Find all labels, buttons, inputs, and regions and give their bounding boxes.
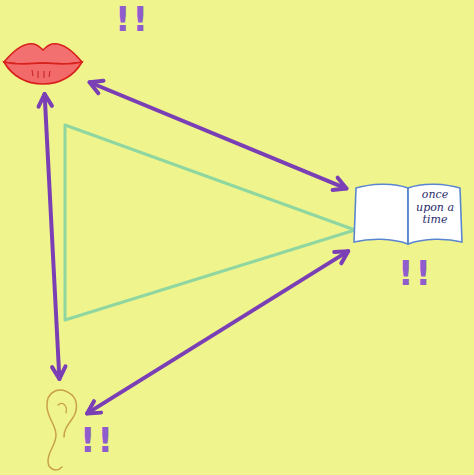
arrow-head: [90, 81, 104, 93]
exclamation-marks: !!: [398, 256, 433, 290]
arrow-line: [90, 82, 347, 188]
ear-icon: !!: [42, 385, 82, 473]
book-text: once upon a time: [412, 189, 458, 227]
double-arrow: [90, 81, 347, 190]
arrow-line: [87, 251, 348, 413]
double-arrow: [39, 94, 66, 379]
arrow-head: [333, 178, 347, 190]
arrow-head: [52, 366, 65, 379]
exclamation-marks: !!: [115, 2, 150, 36]
lips-icon: !!: [2, 38, 84, 88]
book-icon: once upon a time!!: [352, 180, 464, 248]
arrow-head: [39, 94, 52, 107]
arrow-head: [87, 401, 101, 413]
exclamation-marks: !!: [80, 423, 115, 457]
arrow-line: [45, 94, 60, 379]
triangle-outline: [65, 125, 355, 320]
ear-drawing: [42, 385, 82, 473]
arrow-head: [334, 251, 348, 263]
lips-drawing: [2, 38, 84, 88]
double-arrow: [87, 251, 348, 413]
